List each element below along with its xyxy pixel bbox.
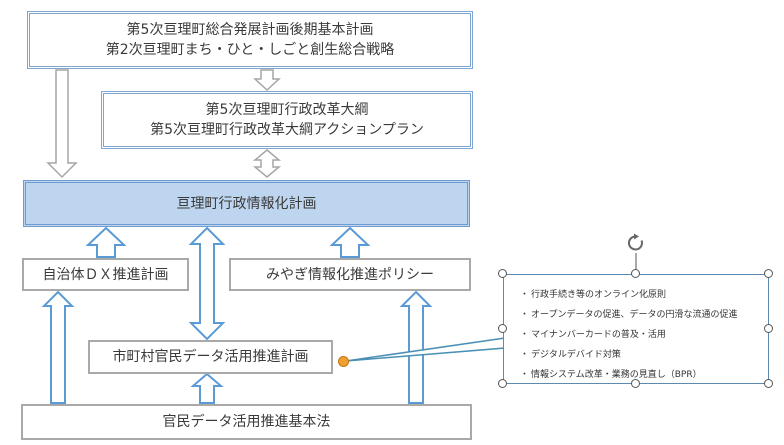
basic-law-box: 官民データ活用推進基本法 (21, 404, 472, 440)
arrow-top-to-reform (253, 69, 281, 92)
arrow-law-to-miyagi-policy (399, 290, 433, 404)
callout-item: 情報システム改革・業務の見直し（BPR） (520, 365, 760, 385)
callout-item: マイナンバーカードの普及・活用 (520, 325, 760, 345)
miyagi-policy-box: みやぎ情報化推進ポリシー (229, 258, 471, 291)
info-plan-label: 亘理町行政情報化計画 (176, 195, 317, 212)
basic-law-label: 官民データ活用推進基本法 (162, 414, 331, 430)
arrow-law-to-data-plan (190, 372, 224, 404)
arrow-law-to-dx-plan (41, 290, 75, 404)
miyagi-policy-label: みやぎ情報化推進ポリシー (266, 266, 434, 283)
data-plan-label: 市町村官民データ活用推進計画 (112, 349, 309, 365)
comprehensive-plan-box: 第5次亘理町総合発展計画後期基本計画 第2次亘理町まち・ひと・しごと創生総合戦略 (27, 11, 473, 69)
resize-handle-top-left[interactable] (498, 269, 507, 278)
arrow-reform-info-plan-double (252, 149, 282, 178)
comprehensive-plan-line2: 第2次亘理町まち・ひと・しごと創生総合戦略 (105, 42, 395, 58)
callout-box[interactable]: 行政手続き等のオンライン化原則 オープンデータの促進、データの円滑な流通の促進 … (503, 274, 769, 384)
arrow-miyagi-to-info-plan (329, 226, 371, 258)
callout-pointer (345, 337, 506, 362)
resize-handle-top-middle[interactable] (631, 269, 640, 278)
connector-dot[interactable] (338, 356, 349, 367)
arrow-top-to-info-plan (46, 69, 78, 179)
info-plan-box: 亘理町行政情報化計画 (23, 180, 470, 227)
dx-plan-box: 自治体ＤＸ推進計画 (22, 258, 189, 291)
rotate-handle-icon[interactable] (625, 232, 647, 254)
callout-item: 行政手続き等のオンライン化原則 (520, 285, 760, 305)
arrow-info-plan-data-plan-double (188, 226, 226, 341)
resize-handle-bottom-right[interactable] (764, 379, 773, 388)
callout-item: デジタルデバイド対策 (520, 345, 760, 365)
admin-reform-line1: 第5次亘理町行政改革大綱 (205, 102, 369, 118)
callout-item: オープンデータの促進、データの円滑な流通の促進 (520, 305, 760, 325)
resize-handle-bottom-middle[interactable] (631, 379, 640, 388)
resize-handle-top-right[interactable] (764, 269, 773, 278)
resize-handle-middle-right[interactable] (764, 324, 773, 333)
resize-handle-bottom-left[interactable] (498, 379, 507, 388)
comprehensive-plan-line1: 第5次亘理町総合発展計画後期基本計画 (126, 22, 374, 38)
resize-handle-middle-left[interactable] (498, 324, 507, 333)
callout-list: 行政手続き等のオンライン化原則 オープンデータの促進、データの円滑な流通の促進 … (520, 285, 760, 385)
data-plan-box: 市町村官民データ活用推進計画 (88, 340, 333, 374)
admin-reform-box: 第5次亘理町行政改革大綱 第5次亘理町行政改革大綱アクションプラン (101, 91, 473, 149)
admin-reform-line2: 第5次亘理町行政改革大綱アクションプラン (150, 122, 424, 138)
dx-plan-label: 自治体ＤＸ推進計画 (42, 266, 169, 283)
arrow-dx-to-info-plan (85, 226, 127, 258)
